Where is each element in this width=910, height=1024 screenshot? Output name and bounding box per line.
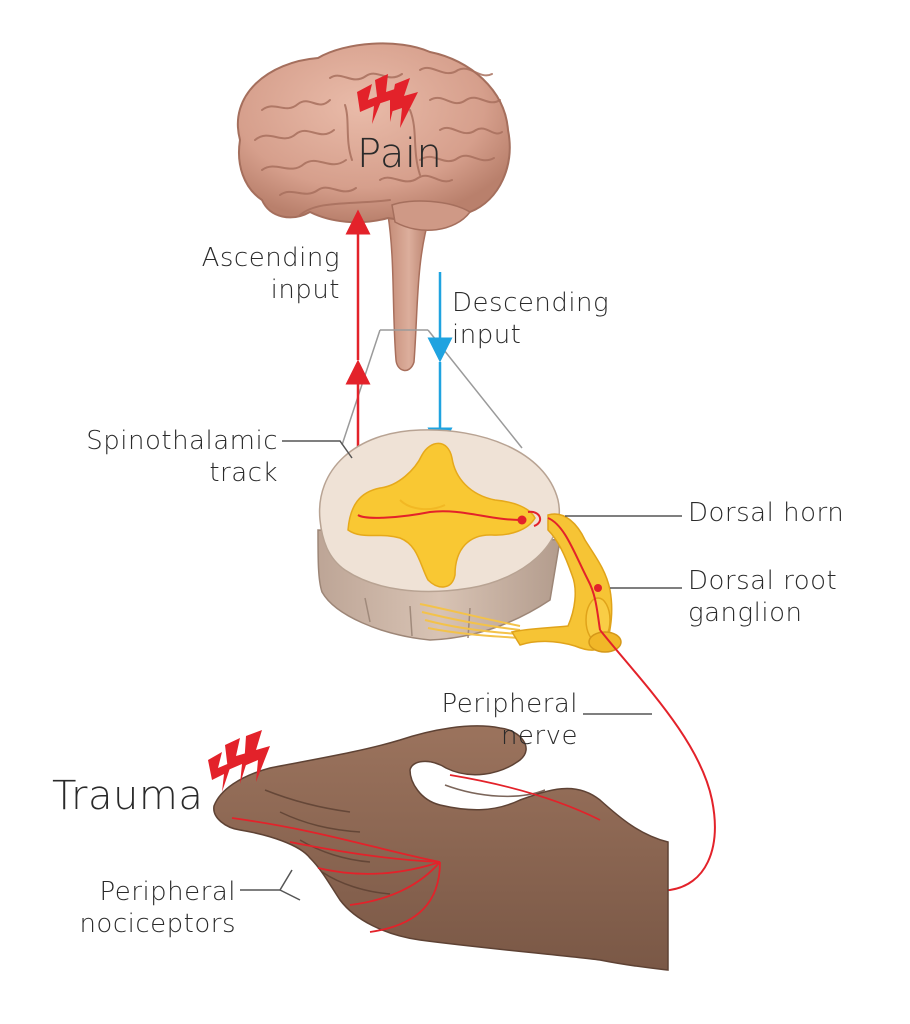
lightning-bolt-icon (357, 74, 418, 128)
peripheral-nociceptors-label-line1: Peripheral (99, 877, 236, 907)
dorsal-horn-synapse (517, 515, 527, 525)
spinothalamic-track-label-line1: Spinothalamic (86, 426, 278, 456)
brain-stem (387, 214, 432, 372)
ganglion-cell-body (594, 584, 602, 592)
descending-input-label-line2: input (452, 320, 522, 350)
descending-input-label: Descending input (452, 287, 609, 351)
trauma-label: Trauma (52, 773, 204, 819)
spinothalamic-track-label-line2: track (209, 458, 278, 488)
dorsal-root-ganglion-label-line2: ganglion (688, 598, 803, 628)
descending-input-label-line1: Descending (452, 288, 610, 318)
leader-lines (240, 440, 682, 901)
dorsal-root-ganglion-label-line1: Dorsal root (688, 566, 838, 596)
lightning-bolt-icon (208, 730, 270, 792)
dorsal-root-ganglion-label: Dorsal root ganglion (688, 565, 837, 629)
spinal-cord-section (317, 429, 561, 641)
spinothalamic-track-label: Spinothalamic track (60, 425, 278, 489)
peripheral-nerve-label-line1: Peripheral (441, 689, 578, 719)
peripheral-nociceptors-label: Peripheral nociceptors (58, 876, 236, 940)
ascending-input-label-line2: input (270, 275, 340, 305)
pain-label: Pain (357, 131, 443, 177)
brain (237, 42, 511, 232)
peripheral-nerve-label-line2: nerve (500, 721, 578, 751)
hand (213, 725, 669, 971)
ascending-input-label: Ascending input (190, 242, 340, 306)
peripheral-nerve-label: Peripheral nerve (420, 688, 578, 752)
dorsal-horn-label: Dorsal horn (688, 498, 845, 528)
ascending-input-label-line1: Ascending (201, 243, 340, 273)
peripheral-nociceptors-label-line2: nociceptors (79, 909, 236, 939)
